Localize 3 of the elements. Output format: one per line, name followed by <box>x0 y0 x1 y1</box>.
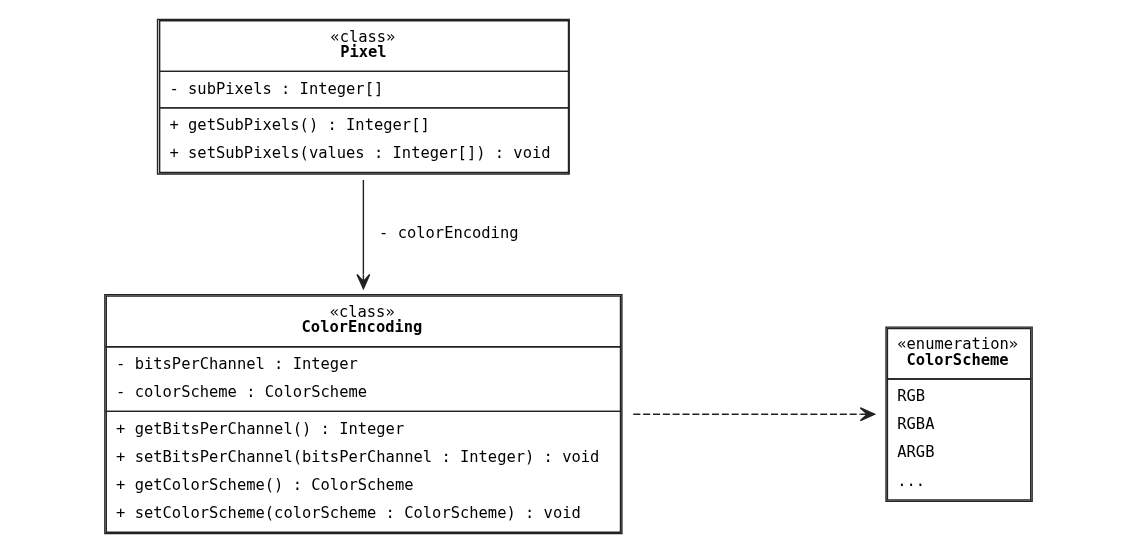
edge-label: - colorEncoding <box>378 224 519 243</box>
arrow <box>632 407 875 422</box>
arrow <box>355 179 370 290</box>
